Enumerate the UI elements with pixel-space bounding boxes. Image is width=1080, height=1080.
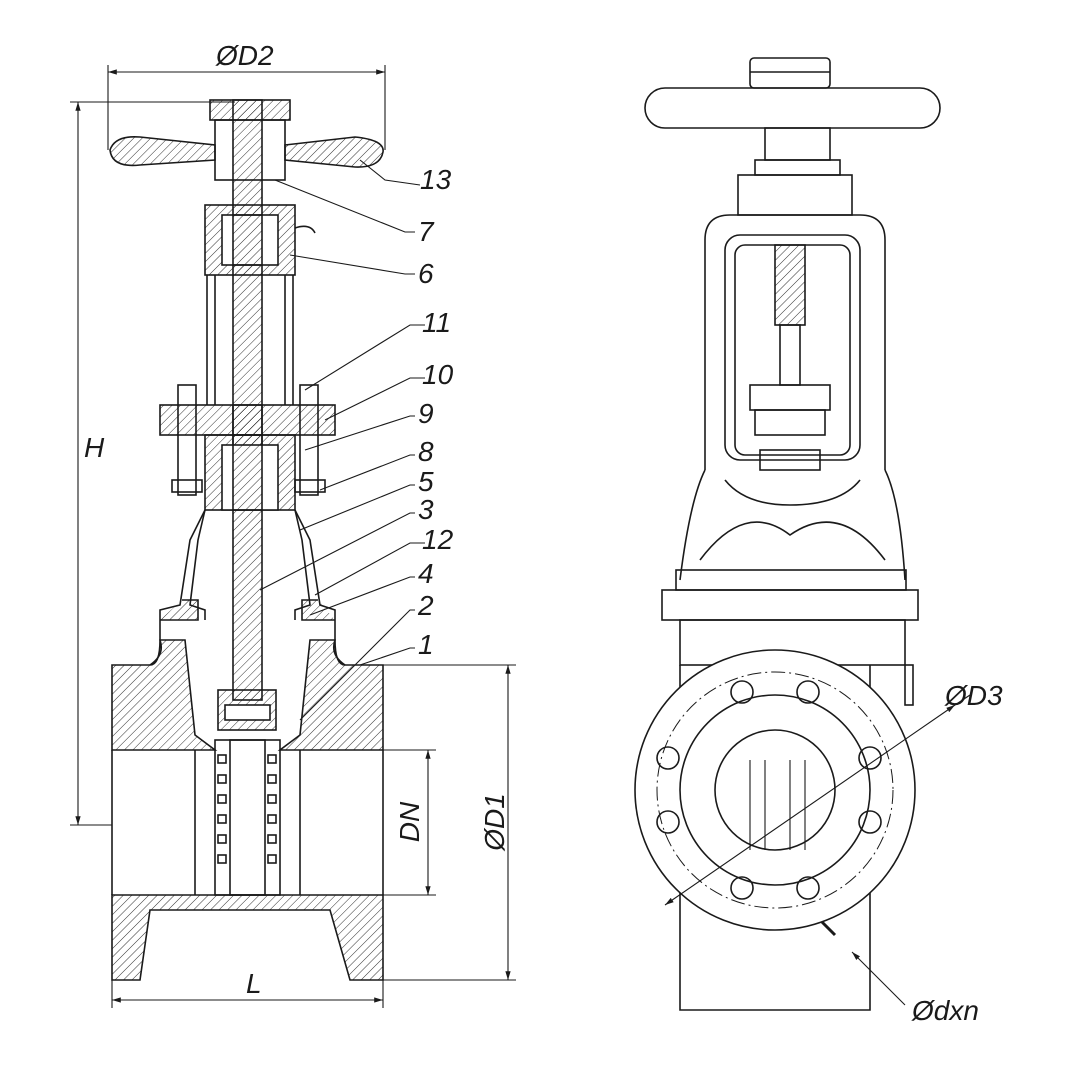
part-label: 8: [418, 436, 434, 467]
dim-length: L: [246, 968, 262, 999]
flange: [634, 649, 916, 931]
yoke: [704, 214, 886, 470]
part-label: 11: [422, 307, 452, 338]
dim-height: H: [84, 432, 105, 463]
part-label: 6: [418, 258, 434, 289]
leader-lines: [259, 159, 425, 721]
valve-body: [111, 639, 218, 751]
section-view: [109, 99, 384, 981]
wedge-rubber: [217, 754, 277, 864]
part-label: 1: [418, 629, 434, 660]
part-label: 4: [418, 558, 434, 589]
part-label: 12: [422, 524, 454, 555]
dim-nominal-diameter: DN: [394, 801, 426, 843]
dim-bolt-circle: ØD3: [945, 680, 1003, 711]
dim-bolt-holes: Ødxn: [912, 995, 979, 1026]
part-label: 7: [418, 216, 434, 247]
front-view: [634, 57, 971, 1011]
part-label: 2: [418, 590, 434, 621]
part-label: 9: [418, 398, 434, 429]
dim-wheel-diameter: ØD2: [216, 40, 274, 71]
handwheel-front: [644, 87, 941, 129]
bonnet-front: [679, 469, 906, 581]
part-label: 13: [420, 164, 452, 195]
part-label: 3: [418, 494, 434, 525]
handwheel-section: [109, 135, 216, 167]
stem: [232, 99, 263, 701]
part-label: 5: [418, 466, 434, 497]
dim-flange-diameter: ØD1: [478, 793, 510, 851]
dimension-lines: [70, 65, 516, 1008]
part-label: 10: [422, 359, 454, 390]
